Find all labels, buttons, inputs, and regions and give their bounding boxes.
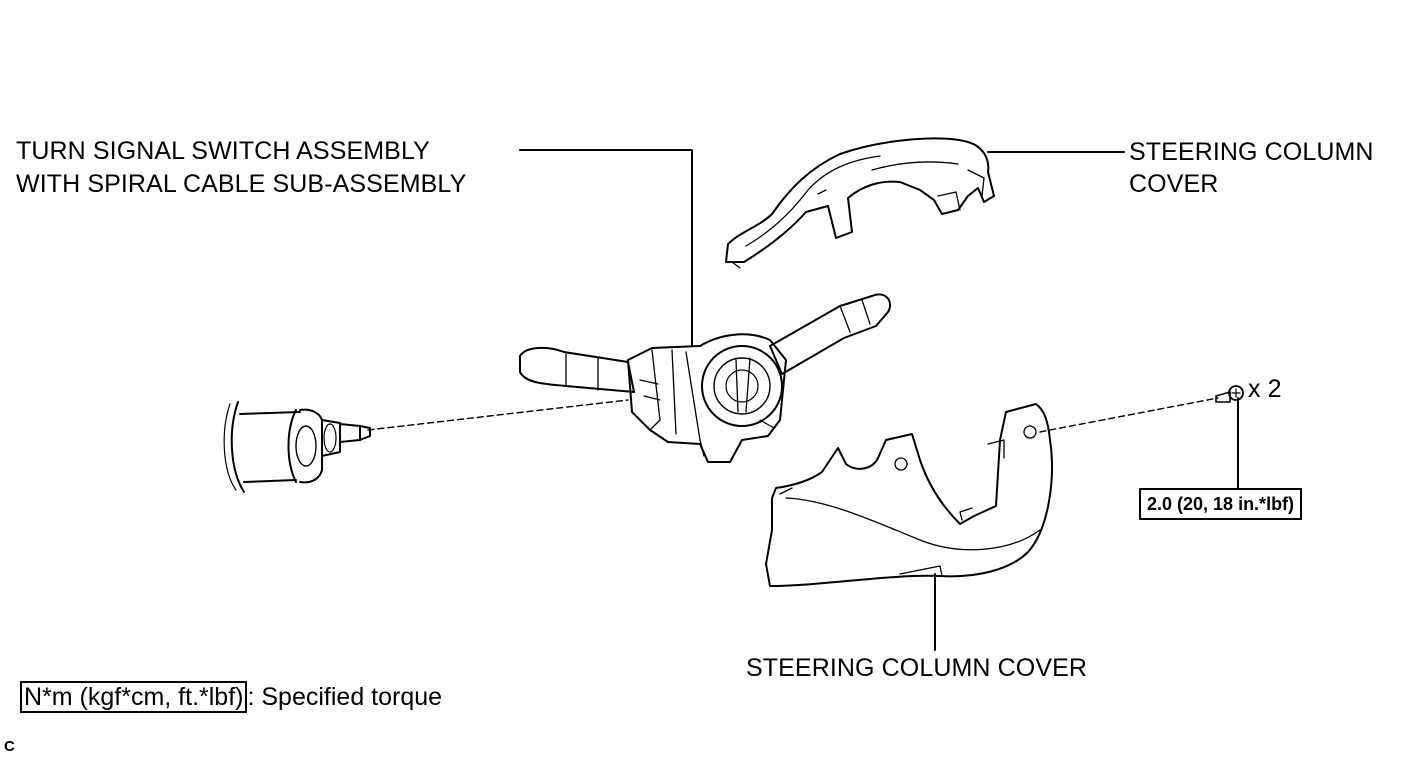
upper-steering-column-cover bbox=[725, 137, 995, 269]
torque-legend: N*m (kgf*cm, ft.*lbf): Specified torque bbox=[20, 681, 443, 713]
upper-cover-label-line2: COVER bbox=[1129, 170, 1219, 198]
torque-spec-box: 2.0 (20, 18 in.*lbf) bbox=[1139, 488, 1303, 520]
lower-steering-column-cover bbox=[765, 403, 1053, 587]
turn-signal-label-line1: TURN SIGNAL SWITCH ASSEMBLY bbox=[16, 137, 430, 165]
turn-signal-label-line2: WITH SPIRAL CABLE SUB-ASSEMBLY bbox=[16, 170, 467, 198]
torque-legend-description: : Specified torque bbox=[247, 683, 443, 711]
corner-code: C bbox=[4, 738, 15, 755]
screw-quantity: x 2 bbox=[1248, 375, 1282, 403]
turn-signal-switch-assembly bbox=[519, 293, 891, 463]
alignment-lines bbox=[367, 397, 1219, 433]
steering-shaft bbox=[223, 401, 371, 493]
screw bbox=[1215, 385, 1244, 403]
upper-cover-label-line1: STEERING COLUMN bbox=[1129, 138, 1374, 166]
lower-cover-label: STEERING COLUMN COVER bbox=[746, 654, 1088, 682]
leader-lines bbox=[519, 149, 1239, 651]
torque-legend-unit: N*m (kgf*cm, ft.*lbf) bbox=[20, 681, 248, 713]
